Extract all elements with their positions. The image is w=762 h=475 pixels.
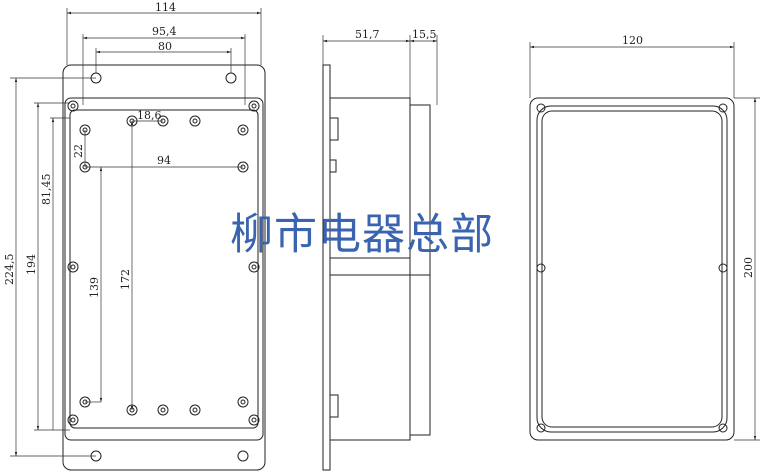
dim-lid-width: 95,4 — [152, 25, 177, 38]
boss-hole — [237, 396, 249, 408]
dim-overall-height: 224,5 — [3, 254, 16, 286]
dim-lid-width: 120 — [622, 34, 643, 47]
boss-hole — [157, 404, 169, 416]
dim-boss-offset: 81,45 — [40, 174, 53, 206]
dim-22: 22 — [72, 144, 85, 158]
dim-94: 94 — [157, 154, 171, 167]
boss-hole — [70, 103, 76, 109]
dim-body-height: 194 — [25, 254, 38, 275]
dim-172: 172 — [119, 269, 132, 290]
dim-mount-spacing: 80 — [158, 40, 172, 53]
boss-hole — [192, 407, 198, 413]
boss-hole — [70, 417, 76, 423]
boss-hole — [192, 118, 198, 124]
lid-view: 120 200 — [529, 34, 760, 441]
dim-lid-height: 200 — [742, 257, 755, 278]
boss-hole — [248, 100, 260, 112]
dim-overall-width: 114 — [155, 1, 176, 14]
boss-hole — [160, 407, 166, 413]
boss-hole — [189, 115, 201, 127]
front-view — [62, 64, 266, 471]
watermark: 柳市电器总部 — [230, 210, 494, 260]
boss-hole — [70, 264, 76, 270]
boss-hole — [251, 417, 257, 423]
front-dimensions: 114 95,4 80 18,6 22 94 224,5 194 81,45 1… — [3, 1, 262, 457]
boss-hole — [189, 404, 201, 416]
boss-hole — [240, 399, 246, 405]
dim-body-depth: 51,7 — [355, 28, 380, 41]
boss-hole — [67, 261, 79, 273]
boss-hole — [67, 414, 79, 426]
side-view: 51,7 15,5 — [322, 28, 438, 471]
boss-hole — [248, 261, 260, 273]
boss-hole — [67, 100, 79, 112]
boss-hole — [240, 127, 246, 133]
dim-boss-small: 18,6 — [137, 109, 162, 122]
boss-hole — [248, 414, 260, 426]
dim-139: 139 — [88, 277, 101, 298]
boss-hole — [237, 124, 249, 136]
boss-hole — [251, 103, 257, 109]
boss-hole — [251, 264, 257, 270]
dim-lid-depth: 15,5 — [412, 28, 437, 41]
